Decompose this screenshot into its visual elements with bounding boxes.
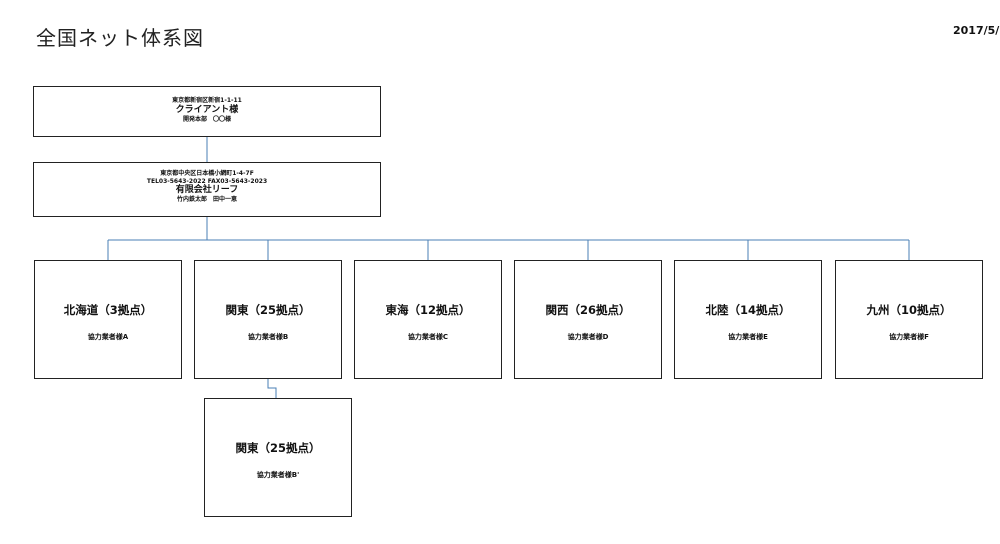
client-dept: 開発本部 〇〇様 [182, 115, 231, 123]
region-partner: 協力業者様B' [256, 471, 300, 479]
region-name: 東海（12拠点） [385, 303, 471, 317]
region-box-kanto-sub: 関東（25拠点） 協力業者様B' [204, 398, 352, 517]
leaf-contact: TEL03-5643-2022 FAX03-5643-2023 [146, 177, 268, 185]
region-partner: 協力業者様B [247, 333, 289, 341]
client-name: クライアント様 [175, 104, 239, 115]
region-name: 北陸（14拠点） [705, 303, 791, 317]
client-box: 東京都新宿区新宿1-1-11 クライアント様 開発本部 〇〇様 [33, 86, 381, 137]
region-name: 関西（26拠点） [545, 303, 631, 317]
region-box-kyushu: 九州（10拠点） 協力業者様F [835, 260, 983, 379]
region-name: 関東（25拠点） [225, 303, 311, 317]
client-address: 東京都新宿区新宿1-1-11 [172, 97, 242, 104]
leaf-company-name: 有限会社リーフ [175, 185, 239, 195]
region-partner: 協力業者様F [889, 333, 929, 341]
leaf-company-box: 東京都中央区日本橋小網町1-4-7F TEL03-5643-2022 FAX03… [33, 162, 381, 217]
region-partner: 協力業者様D [567, 333, 609, 341]
region-name: 九州（10拠点） [866, 303, 952, 317]
leaf-staff: 竹内鉄太郎 田中一恵 [176, 196, 237, 204]
connector-kanto-sub [267, 379, 277, 398]
region-box-kanto: 関東（25拠点） 協力業者様B [194, 260, 342, 379]
page-title: 全国ネット体系図 [36, 26, 204, 50]
region-partner: 協力業者様A [87, 333, 129, 341]
region-partner: 協力業者様E [728, 333, 768, 341]
leaf-address: 東京都中央区日本橋小網町1-4-7F [160, 170, 254, 177]
region-box-hokuriku: 北陸（14拠点） 協力業者様E [674, 260, 822, 379]
region-name: 関東（25拠点） [235, 441, 321, 455]
region-box-tokai: 東海（12拠点） 協力業者様C [354, 260, 502, 379]
region-partner: 協力業者様C [407, 333, 449, 341]
document-date: 2017/5/1 [953, 24, 1000, 37]
region-box-hokkaido: 北海道（3拠点） 協力業者様A [34, 260, 182, 379]
region-box-kansai: 関西（26拠点） 協力業者様D [514, 260, 662, 379]
region-name: 北海道（3拠点） [63, 303, 153, 317]
